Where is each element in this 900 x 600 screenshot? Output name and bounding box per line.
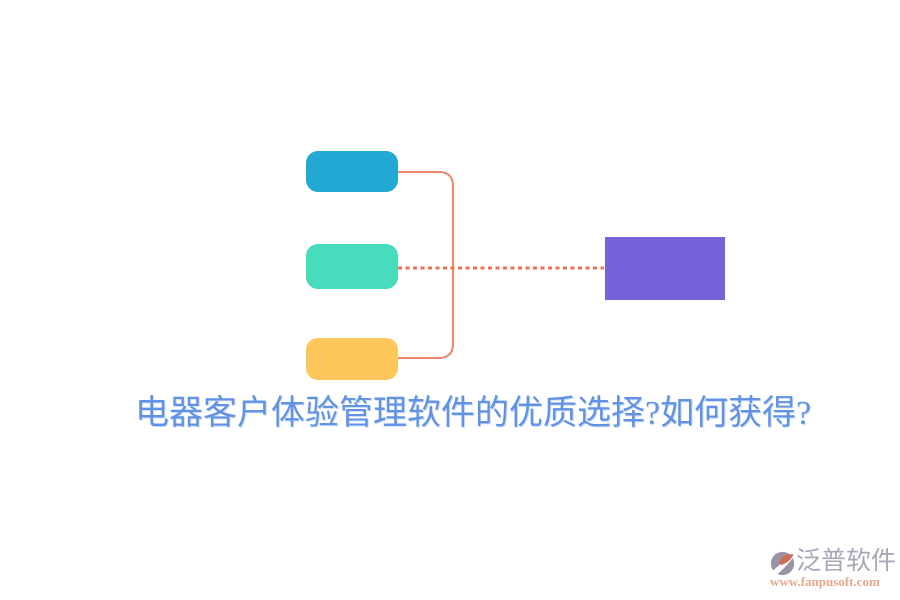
bracket-connector: [397, 171, 454, 359]
diagram-node-target: [605, 237, 725, 300]
diagram-node-top: [306, 151, 398, 192]
page-title: 电器客户体验管理软件的优质选择?如何获得?: [135, 395, 812, 432]
watermark-url-text: www.fanpusoft.com: [770, 574, 880, 589]
fanpu-logo-icon: [770, 551, 795, 576]
watermark-brand-text: 泛普软件: [796, 547, 897, 575]
watermark: 泛普软件 www.fanpusoft.com: [770, 548, 896, 589]
diagram-node-bottom: [306, 338, 398, 380]
diagram-node-middle: [306, 244, 398, 289]
